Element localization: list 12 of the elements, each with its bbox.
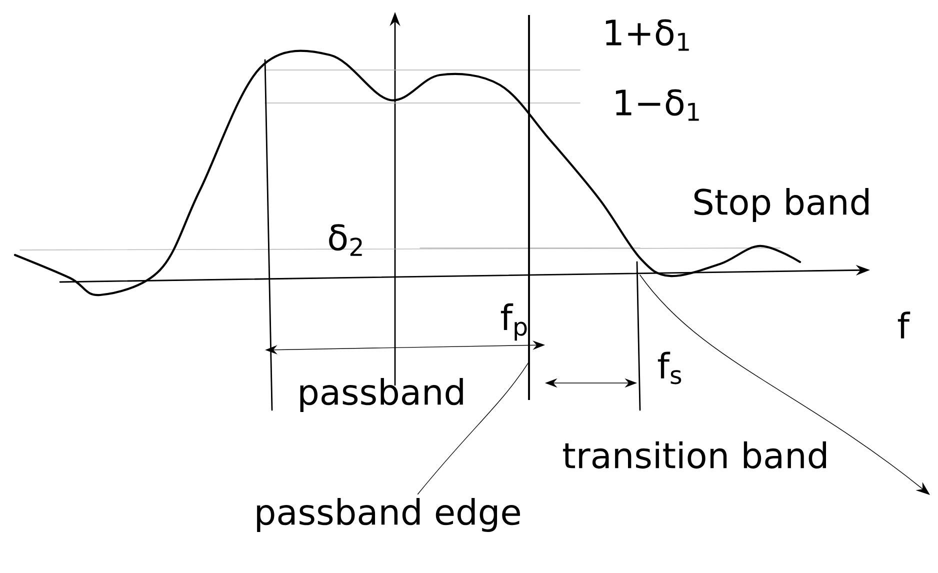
tolerance-label: 1−δ$_{1}$	[616, 89, 699, 121]
axis-label: f	[898, 312, 910, 338]
tolerance-label: δ$_{2}$	[329, 224, 362, 256]
frequency-label: f$_{p}$	[500, 303, 527, 341]
leader-line	[418, 361, 530, 494]
band-label: passband	[300, 378, 463, 412]
tolerance-label: 1+δ$_{1}$	[606, 19, 689, 51]
edge-line	[528, 15, 530, 400]
band-label: Stop band	[694, 188, 868, 222]
band-label: transition band	[563, 441, 826, 469]
frequency-label: f$_{s}$	[658, 352, 682, 384]
callout-text: passband edge	[257, 498, 520, 532]
